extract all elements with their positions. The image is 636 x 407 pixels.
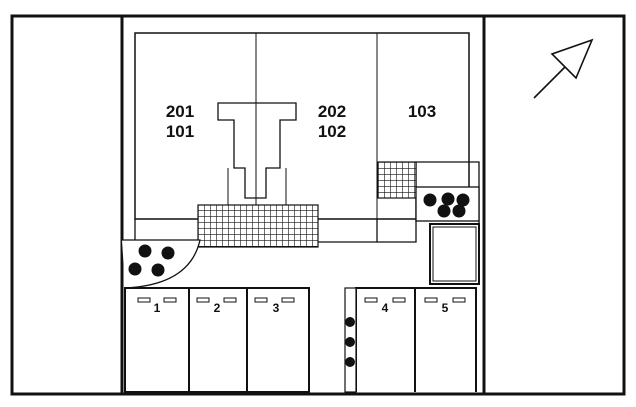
parking-label-5: 5 [442, 301, 449, 315]
parking-label-4: 4 [382, 301, 389, 315]
staircase [217, 102, 297, 199]
unit-label-103: 103 [408, 102, 436, 121]
storage-box-inner [432, 226, 477, 282]
parking-label-1: 1 [154, 301, 161, 315]
shrub-icon [452, 204, 466, 218]
upper-grid [377, 161, 417, 199]
wheel-stops [137, 297, 466, 303]
shrub-icon [437, 204, 451, 218]
outer-frame [10, 14, 626, 396]
unit-label-101: 101 [166, 122, 194, 141]
parking-label-3: 3 [273, 301, 280, 315]
shrub-icon [456, 193, 470, 207]
shrub-icon [345, 337, 355, 347]
parking-left [124, 287, 310, 393]
shrub-icon [138, 244, 152, 258]
unit-label-102: 102 [318, 122, 346, 141]
unit-label-201: 201 [166, 102, 194, 121]
shrub-icon [151, 263, 165, 277]
unit-label-202: 202 [318, 102, 346, 121]
shrub-icon [423, 193, 437, 207]
storage-box [429, 223, 480, 285]
shrub-icon [345, 357, 355, 367]
shrub-icon [161, 246, 175, 260]
parking-label-2: 2 [214, 301, 221, 315]
shrub-icon [441, 192, 455, 206]
shrub-icon [345, 317, 355, 327]
entrance-grid [197, 204, 319, 248]
shrub-icon [128, 262, 142, 276]
north-arrow-icon [533, 38, 594, 99]
